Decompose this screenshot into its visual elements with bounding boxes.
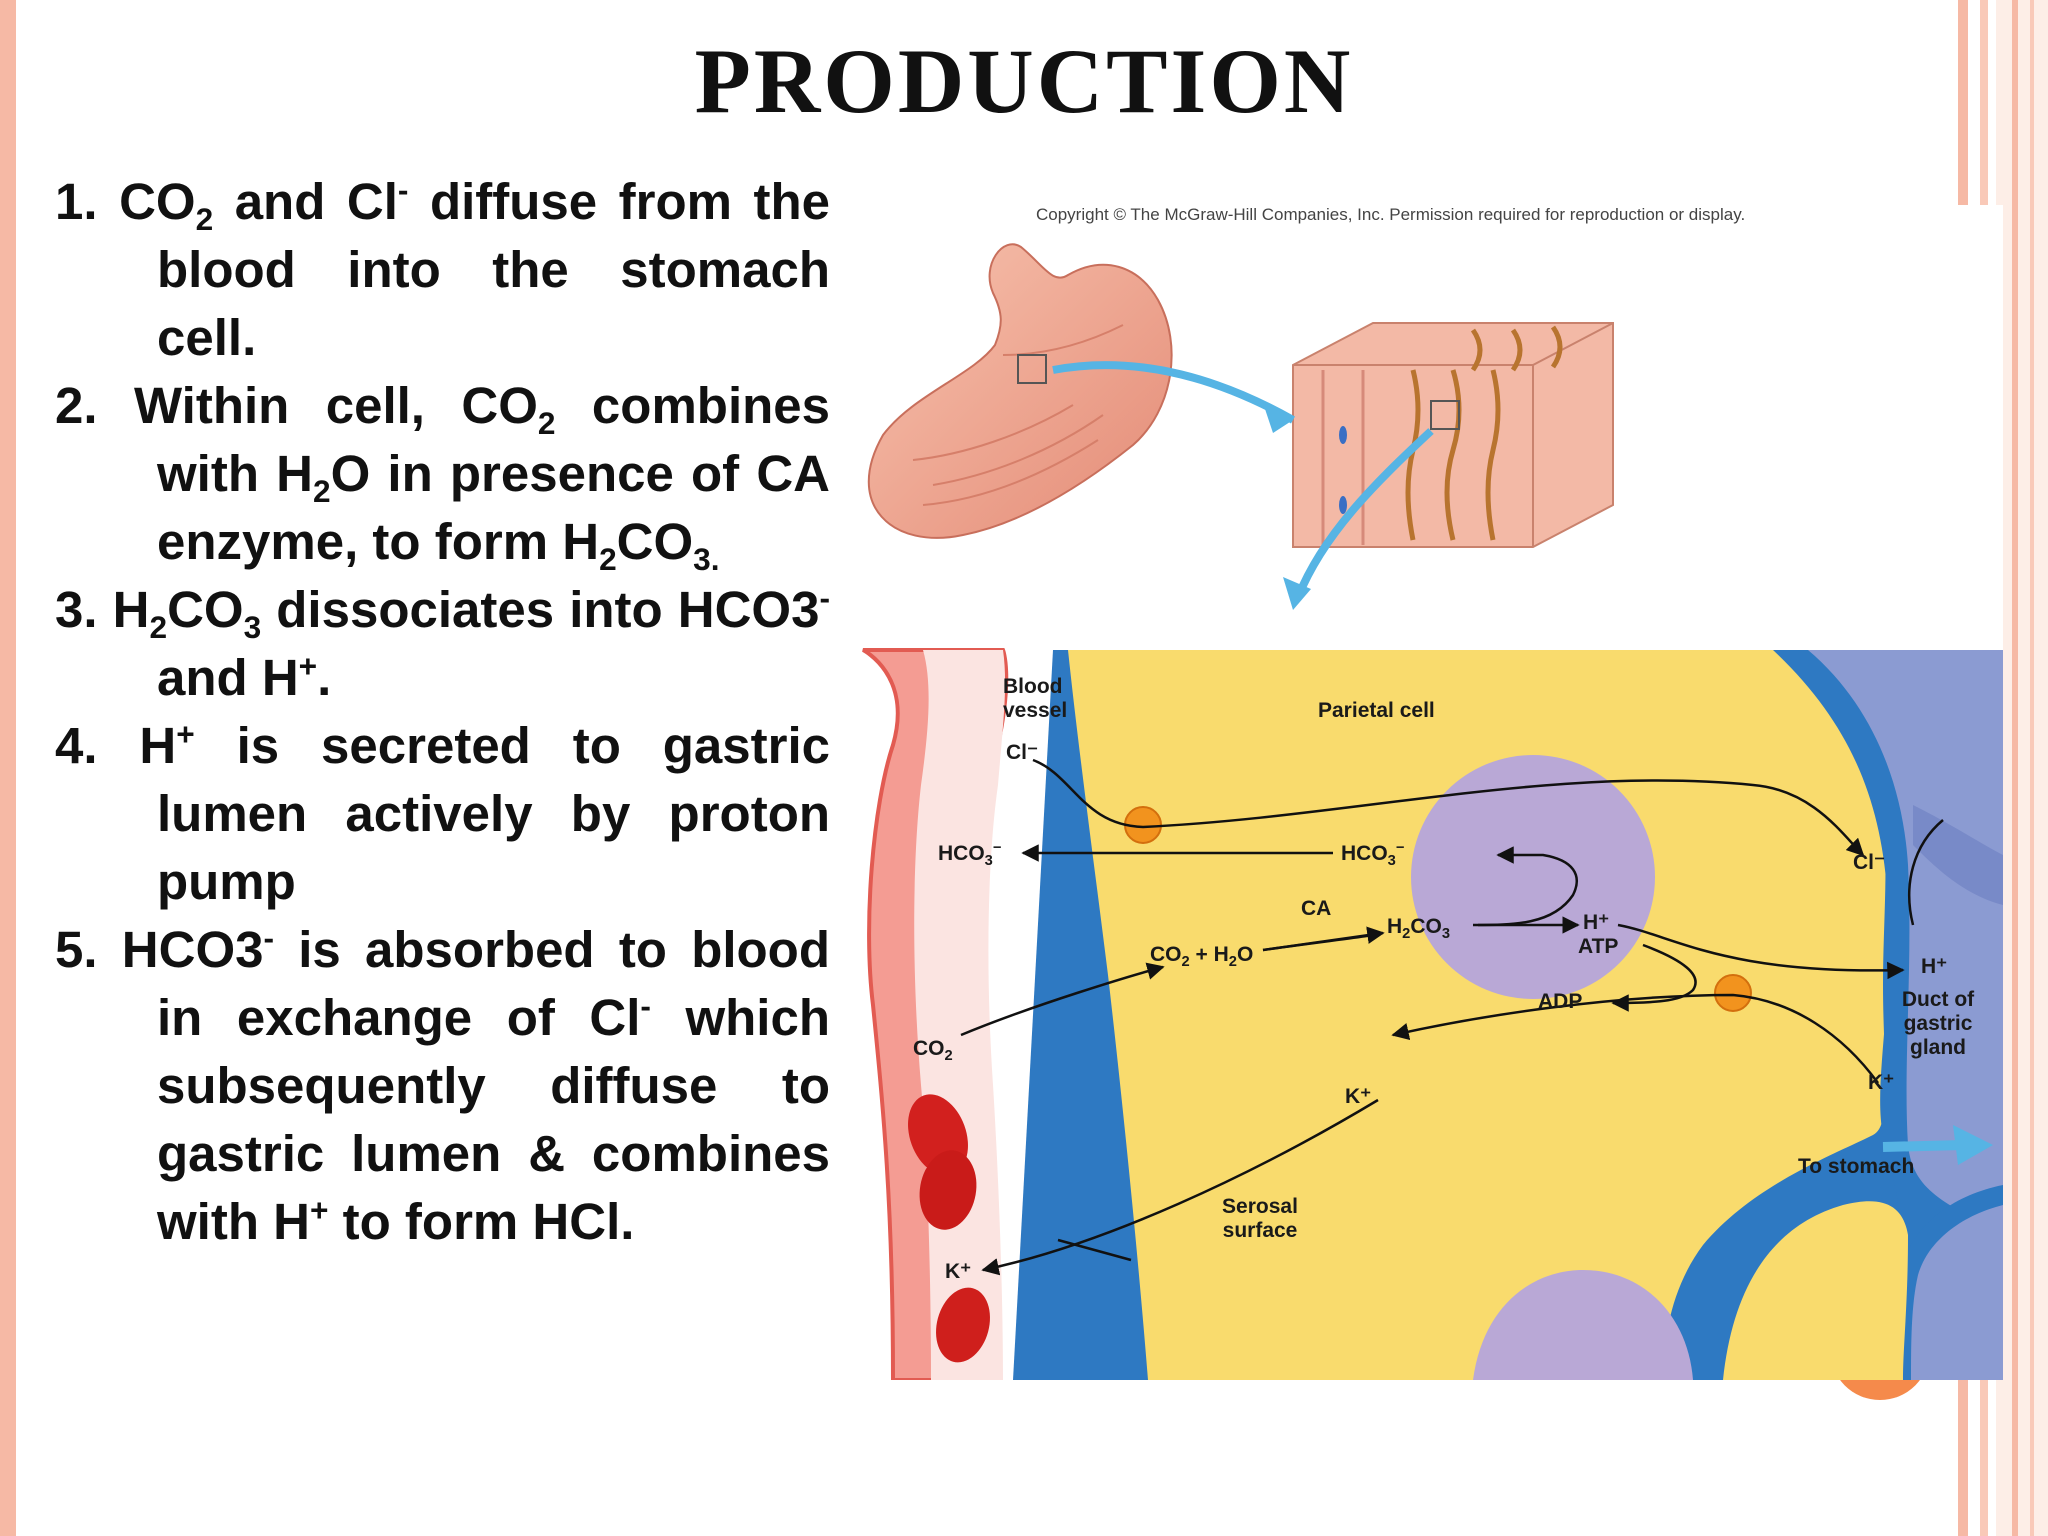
step-text: CO <box>97 173 196 230</box>
parietal-cell-label: Parietal cell <box>1318 699 1435 722</box>
superscript: - <box>397 172 409 208</box>
subscript: 3. <box>693 541 720 578</box>
step-text: Within cell, CO <box>97 377 538 434</box>
co2-h2o-label: CO2 + H2O <box>1150 943 1254 971</box>
right-accent-stripe <box>2030 0 2034 1536</box>
left-accent-band <box>0 0 16 1536</box>
step-text: H <box>97 581 150 638</box>
right-accent-stripe <box>2012 0 2018 1536</box>
step-number: 4. <box>55 717 98 774</box>
subscript: 3 <box>243 609 262 646</box>
ca-enzyme-label: CA <box>1301 897 1332 920</box>
step-text: CO <box>616 513 694 570</box>
step-number: 2. <box>55 377 98 434</box>
co2-blood-label: CO2 <box>913 1037 953 1065</box>
step-text: H <box>97 717 177 774</box>
blood-vessel <box>862 648 1009 1380</box>
blood-vessel-label: Blood vessel <box>1003 675 1068 722</box>
step-number: 5. <box>55 921 98 978</box>
step-4: 4. H+ is secreted to gastric lumen activ… <box>55 712 830 916</box>
superscript: - <box>640 988 651 1024</box>
reaction-arrows <box>960 758 1944 1276</box>
to-stomach-label: To stomach <box>1798 1155 1915 1178</box>
step-text: is absorbed to blood in exchange of Cl <box>157 921 830 1046</box>
step-text: dissociates into HCO3 <box>261 581 820 638</box>
step-text: CO <box>167 581 244 638</box>
step-text: which subsequently diffuse to gastric lu… <box>157 989 830 1250</box>
step-text: HCO3 <box>97 921 264 978</box>
step-5: 5. HCO3- is absorbed to blood in exchang… <box>55 916 830 1256</box>
parietal-cell <box>1013 650 2003 1380</box>
cl-duct-label: Cl⁻ <box>1853 851 1886 874</box>
zoom-arrow-icon <box>1052 361 1295 424</box>
step-text: to form HCl. <box>328 1193 635 1250</box>
atp-label: ATP <box>1578 935 1619 958</box>
step-text: combines with H <box>157 377 830 502</box>
h-plus-duct-label: H⁺ <box>1921 955 1948 978</box>
step-text: and Cl <box>213 173 398 230</box>
step-text: is secreted to gastric lumen actively by… <box>157 717 830 910</box>
serosal-surface-label: Serosal surface <box>1222 1195 1298 1242</box>
cl-blood-label: Cl⁻ <box>1006 741 1039 764</box>
subscript: 2 <box>312 473 331 510</box>
duct-label: Duct of gastric gland <box>1901 988 1975 1059</box>
step-text: . <box>317 649 332 706</box>
to-stomach-arrow-icon <box>1882 1140 1964 1152</box>
step-number: 3. <box>55 581 98 638</box>
k-cell-label: K⁺ <box>1345 1085 1372 1108</box>
h2co3-label: H2CO3 <box>1387 915 1451 943</box>
adp-label: ADP <box>1538 990 1583 1013</box>
subscript: 2 <box>149 609 168 646</box>
stomach-illustration <box>867 243 1173 539</box>
steps-list: 1. CO2 and Cl- diffuse from the blood in… <box>55 168 830 1256</box>
step-number: 1. <box>55 173 98 230</box>
gastric-tissue-block <box>1292 322 1614 548</box>
k-duct-label: K⁺ <box>1868 1071 1895 1094</box>
step-3: 3. H2CO3 dissociates into HCO3- and H+. <box>55 576 830 712</box>
slide-title: PRODUCTION <box>694 30 1354 132</box>
h-plus-cell-label: H⁺ <box>1583 911 1610 934</box>
superscript: - <box>819 580 830 616</box>
hco3-blood-label: HCO3− <box>938 840 1002 870</box>
superscript: - <box>263 920 275 956</box>
superscript: + <box>176 716 195 752</box>
proton-pump <box>1714 974 1752 1012</box>
parietal-cell-figure: Copyright © The McGraw-Hill Companies, I… <box>853 205 2003 1380</box>
subscript: 2 <box>599 541 617 578</box>
zoom-arrow-icon <box>1294 428 1434 599</box>
step-2: 2. Within cell, CO2 combines with H2O in… <box>55 372 830 576</box>
k-blood-label: K⁺ <box>945 1260 972 1283</box>
subscript: 2 <box>195 201 214 238</box>
subscript: 2 <box>537 405 556 442</box>
superscript: + <box>309 1192 329 1228</box>
step-text: O in presence of CA enzyme, to form H <box>157 445 830 570</box>
hco3-cell-label: HCO3− <box>1341 840 1405 870</box>
copyright-notice: Copyright © The McGraw-Hill Companies, I… <box>1036 205 1746 224</box>
step-text: diffuse from the blood into the stomach … <box>157 173 830 366</box>
right-accent-panel <box>1996 0 2048 1536</box>
step-text: and H <box>157 649 299 706</box>
superscript: + <box>298 648 318 684</box>
figure-illustration <box>862 243 2003 1380</box>
step-1: 1. CO2 and Cl- diffuse from the blood in… <box>55 168 830 372</box>
